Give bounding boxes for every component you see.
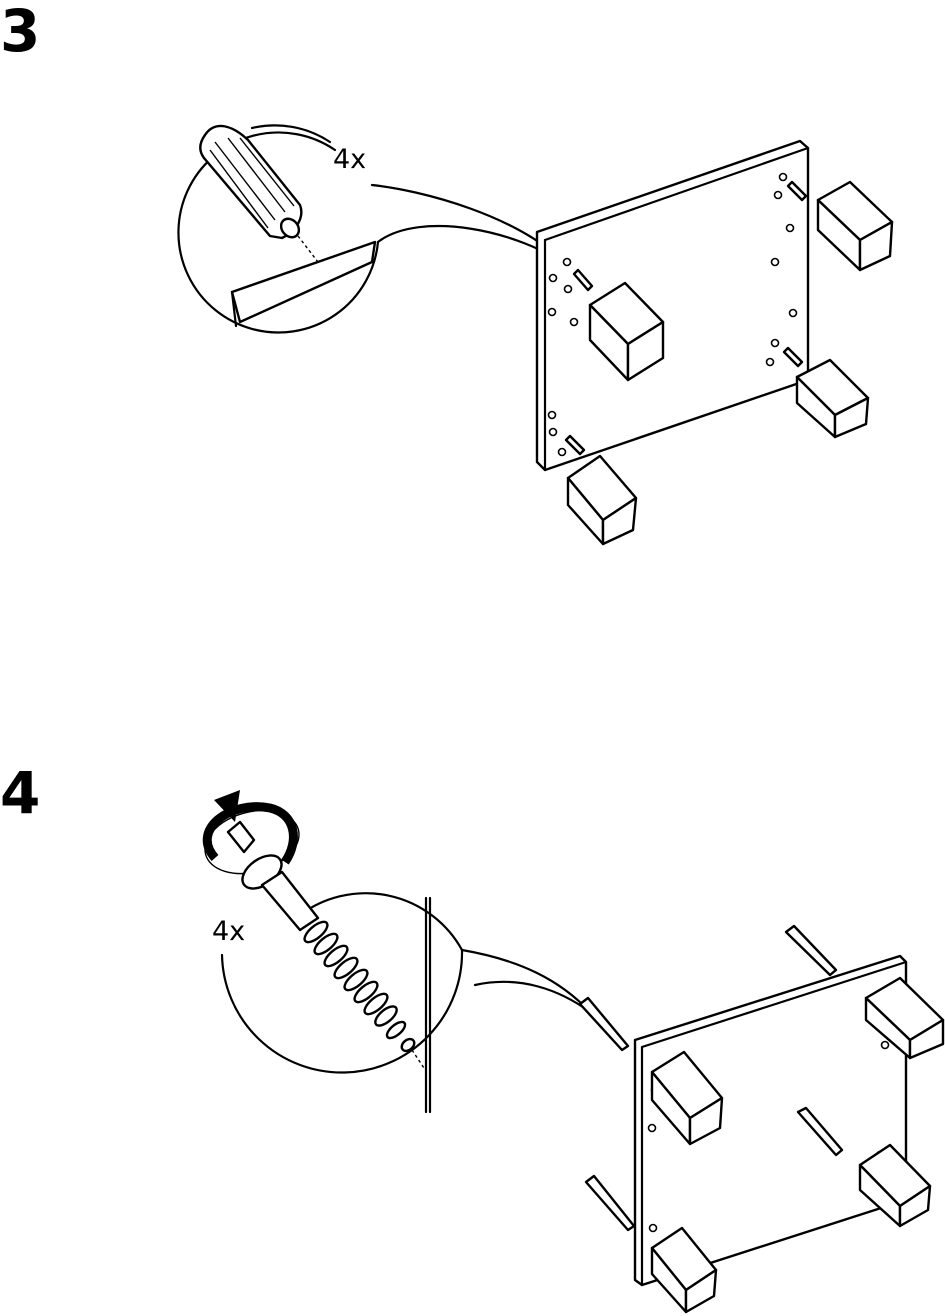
dowel-icon	[200, 126, 318, 262]
step-4-quantity: 4x	[212, 916, 245, 947]
step-3-leg-4	[568, 456, 636, 544]
step-3-detail-callout: 4x	[178, 125, 570, 332]
step-3-illustration: 4x	[178, 125, 892, 544]
screw-icon	[237, 849, 424, 1068]
step-4-illustration: 4x	[108, 790, 943, 1312]
step-4-screw-2	[786, 926, 836, 975]
step-4-detail-callout: 4x	[212, 849, 590, 1112]
step-3-board	[537, 141, 808, 470]
step-3-leg-3	[797, 360, 868, 437]
step-3-leg-2	[818, 182, 892, 270]
step-4-screw-4	[586, 1176, 634, 1230]
step-4-leg-3	[860, 1145, 930, 1226]
step-3-quantity: 4x	[333, 144, 366, 175]
step-4-screw-1	[580, 998, 628, 1050]
